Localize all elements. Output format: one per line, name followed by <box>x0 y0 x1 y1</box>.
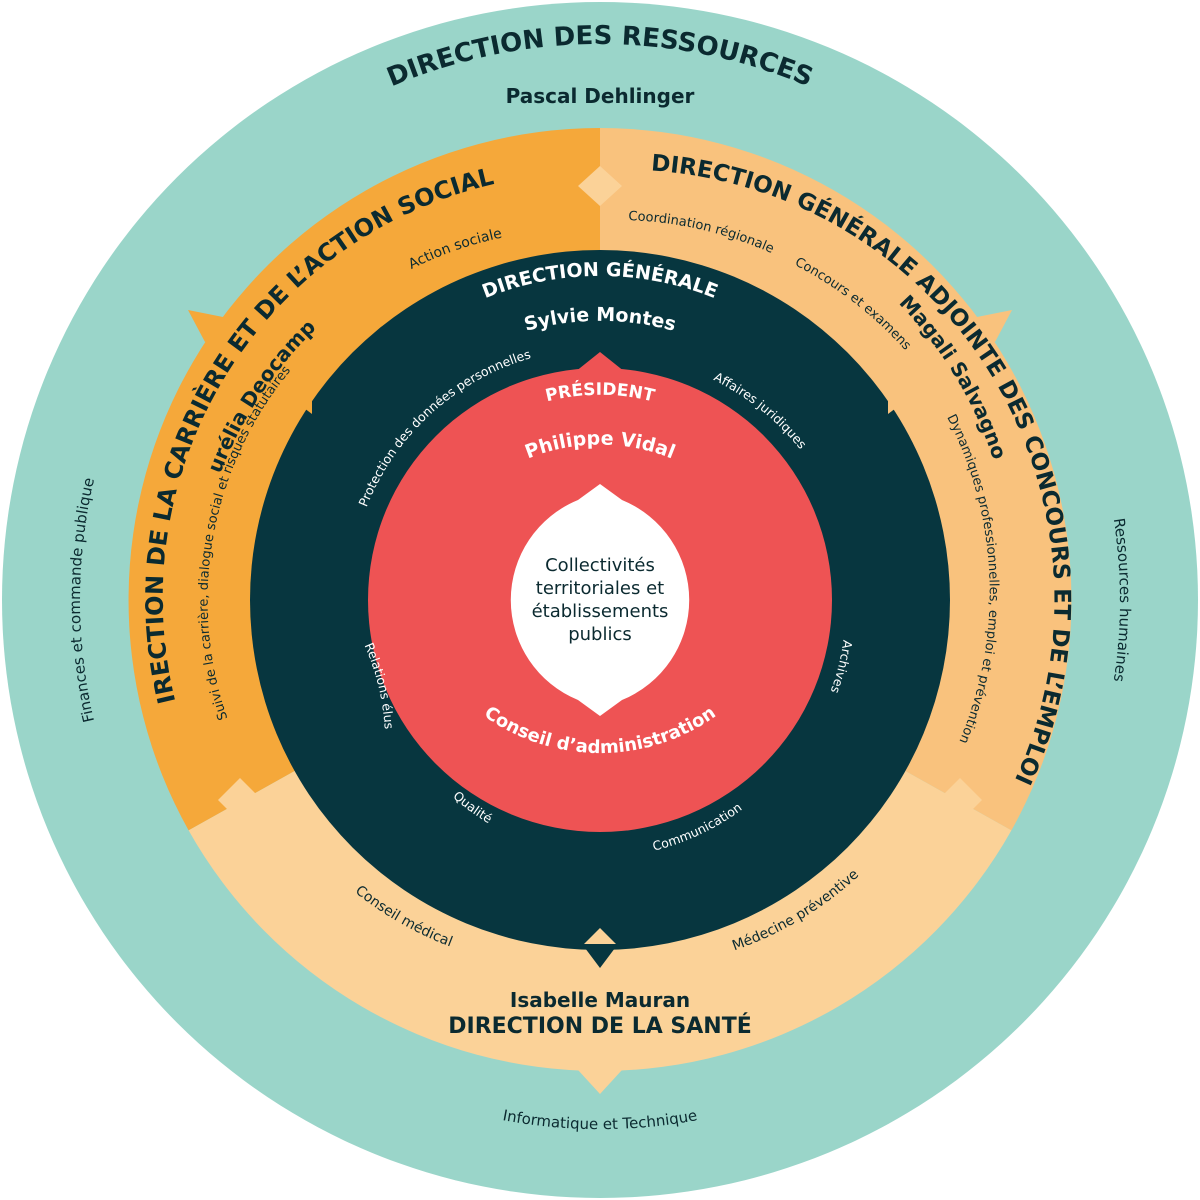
diamond-left <box>218 778 262 822</box>
sector-notches <box>188 310 1012 1094</box>
diamond-top <box>578 166 622 206</box>
notch-bottom <box>578 1070 622 1094</box>
diamond-gen-left-light <box>296 390 312 414</box>
sante-title: DIRECTION DE LA SANTÉ <box>448 1013 752 1039</box>
ressources-head: Pascal Dehlinger <box>506 84 695 108</box>
notch-right <box>952 310 1012 342</box>
core-label: Collectivités territoriales et établisse… <box>532 555 669 645</box>
diamond-gen-left <box>312 386 332 418</box>
generale-diamonds <box>296 386 904 968</box>
core-line-2: territoriales et <box>536 578 664 599</box>
diamond-gen-right <box>868 386 888 418</box>
core-line-1: Collectivités <box>545 555 655 576</box>
diamond-gen-bottom-light <box>584 928 616 944</box>
diamond-gen-bottom <box>582 944 618 968</box>
core-circle <box>510 484 690 716</box>
core-line-4: publics <box>568 624 632 645</box>
president-top-arrow <box>560 352 640 384</box>
diamond-right <box>938 778 982 822</box>
boundary-diamonds <box>218 166 982 822</box>
core-line-3: établissements <box>532 601 669 622</box>
notch-left <box>188 310 248 342</box>
diamond-gen-right-light <box>888 390 904 414</box>
sante-head: Isabelle Mauran <box>510 988 690 1012</box>
